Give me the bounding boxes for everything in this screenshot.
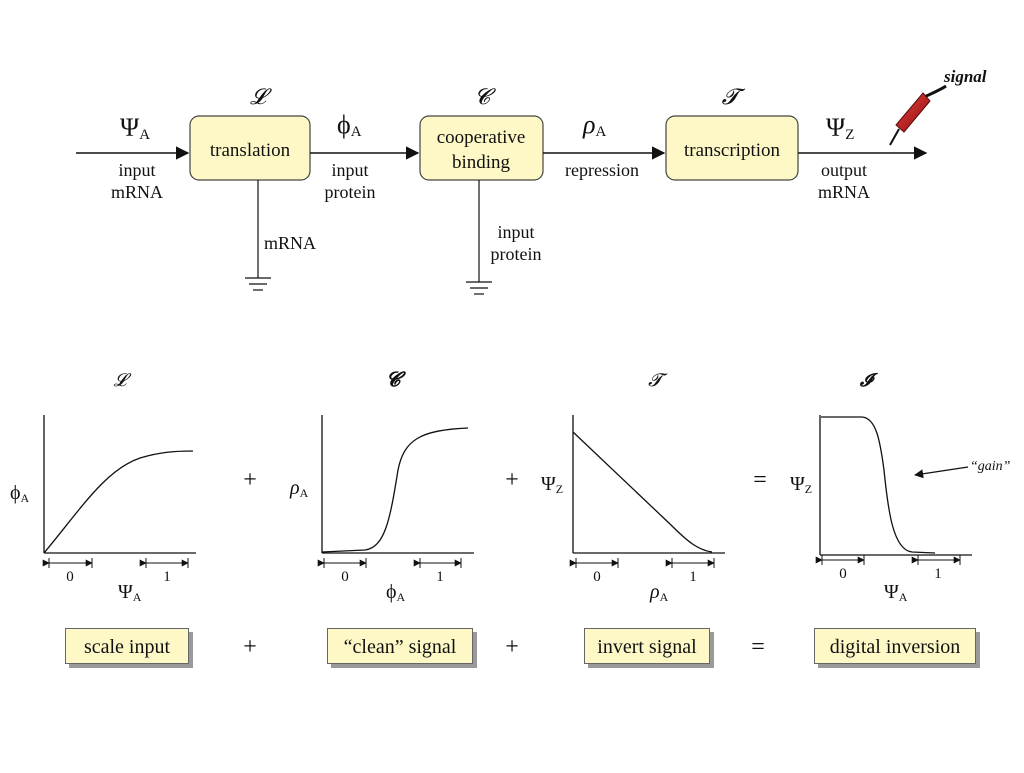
output-label-line1: output: [821, 160, 867, 180]
ground2-symbol: [466, 281, 492, 295]
graph1-tick1-label: 1: [163, 569, 171, 585]
caption-plus-2: +: [505, 634, 519, 660]
graph1-ylabel: ϕA: [10, 482, 30, 505]
graph3-xlabel: ρA: [649, 581, 669, 604]
ground2-label-line1: input: [497, 222, 534, 242]
block2-operator: 𝓒: [474, 84, 496, 109]
plus-sign-2: +: [505, 467, 519, 493]
graph3-title: 𝓣: [648, 370, 668, 390]
graph4-tick0-label: 0: [839, 566, 847, 582]
probe-label: signal: [943, 67, 987, 86]
output-symbol: ΨZ: [826, 113, 854, 143]
graph3-tick1-label: 1: [689, 569, 697, 585]
graph2-tick0-label: 0: [341, 569, 349, 585]
caption-clean-signal: “clean” signal: [327, 628, 473, 664]
graph-translation: 𝓛 ϕA 0 1 ΨA: [10, 370, 196, 604]
graph1-title: 𝓛: [113, 370, 131, 390]
graph2-tick1-label: 1: [436, 569, 444, 585]
graph2-xlabel: ϕA: [386, 581, 406, 604]
graph4-curve: [821, 416, 936, 554]
mid1-label-line2: protein: [325, 182, 376, 202]
graph3-ylabel: ΨZ: [541, 473, 563, 496]
cooperative-binding-label-line1: cooperative: [437, 127, 526, 148]
graph-transcription: 𝓣 ΨZ 0 1 ρA: [541, 370, 725, 604]
mid1-label-line1: input: [331, 160, 368, 180]
plus-sign-1: +: [243, 467, 257, 493]
graph4-title: 𝓘: [859, 370, 879, 390]
transcription-label: transcription: [684, 140, 781, 161]
graph-digital-inversion: 𝓘 ΨZ “gain” 0 1 ΨA: [790, 370, 1011, 604]
caption-digital-inversion: digital inversion: [814, 628, 976, 664]
graph4-ylabel: ΨZ: [790, 473, 812, 496]
ground1-label: mRNA: [264, 233, 316, 253]
mid2-label: repression: [565, 160, 639, 180]
graph1-curve: [43, 450, 194, 554]
equals-sign-1: =: [753, 467, 767, 493]
graph2-ylabel: ρA: [289, 477, 309, 500]
graph3-curve: [572, 431, 713, 553]
gain-arrow: [914, 466, 969, 479]
input-symbol: ΨA: [120, 113, 150, 143]
signal-probe-icon: [889, 84, 947, 146]
block1-operator: 𝓛: [250, 84, 272, 109]
ground2-label-line2: protein: [491, 244, 542, 264]
input-label-line1: input: [118, 160, 155, 180]
gain-annotation: “gain”: [970, 459, 1011, 474]
caption-equals: =: [751, 634, 765, 660]
graph4-xlabel: ΨA: [884, 581, 908, 604]
mid1-symbol: ϕA: [337, 110, 362, 140]
graph1-tick0-label: 0: [66, 569, 74, 585]
graph1-xlabel: ΨA: [118, 581, 142, 604]
caption-plus-1: +: [243, 634, 257, 660]
cooperative-binding-block: [419, 115, 544, 181]
graph4-tick1-label: 1: [934, 566, 942, 582]
translation-label: translation: [210, 140, 291, 161]
translation-block: [189, 115, 311, 181]
input-label-line2: mRNA: [111, 182, 163, 202]
output-label-line2: mRNA: [818, 182, 870, 202]
cooperative-binding-label-line2: binding: [452, 152, 511, 173]
block3-operator: 𝓣: [722, 84, 746, 109]
caption-invert-signal: invert signal: [584, 628, 710, 664]
transcription-block: [665, 115, 799, 181]
graph2-curve: [321, 427, 469, 553]
graph-cooperative-binding: 𝓒 ρA 0 1 ϕA: [289, 369, 474, 604]
graph3-tick0-label: 0: [593, 569, 601, 585]
graph2-title: 𝓒: [386, 369, 407, 391]
caption-scale-input: scale input: [65, 628, 189, 664]
ground1-symbol: [245, 277, 271, 291]
mid2-symbol: ρA: [582, 110, 606, 140]
